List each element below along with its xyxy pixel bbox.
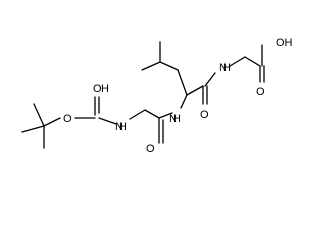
bond [98,117,117,125]
bond [159,61,179,71]
atom-label-o-boc-carbonyl: O [93,83,102,95]
bond [158,112,173,119]
atom-label-n-gly2: N [219,62,227,74]
atom-label-h-leu: H [173,113,181,125]
bond [180,94,188,109]
atom-label-o-boc-ester: O [63,113,72,125]
bond [204,72,216,87]
bond [129,109,146,120]
bonds [21,41,265,149]
atom-label-o-gly1: O [146,143,155,155]
bond [21,125,45,133]
atom-label-o-acid: O [256,86,265,98]
atom-label-o-leu: O [200,109,209,121]
bond [43,117,61,127]
bond [244,56,261,67]
atom-label-n-leu: N [169,113,177,125]
atom-label-n-boc: N [115,121,123,133]
bond [144,109,160,119]
atom-label-oh-acid: OH [276,37,293,49]
atom-label-h-boc: H [119,121,127,133]
atom-label-h-boc-carbonyl: H [101,83,109,95]
structure-diagram: OH O N H O N H O N H O O H [21,37,293,155]
bond [186,85,204,96]
bond [229,56,246,67]
atom-label-h-gly2: H [223,62,231,74]
bond [141,61,161,71]
bond [177,69,188,96]
bond [33,103,45,127]
atom-labels: OH O N H O N H O N H O O H [63,37,293,155]
